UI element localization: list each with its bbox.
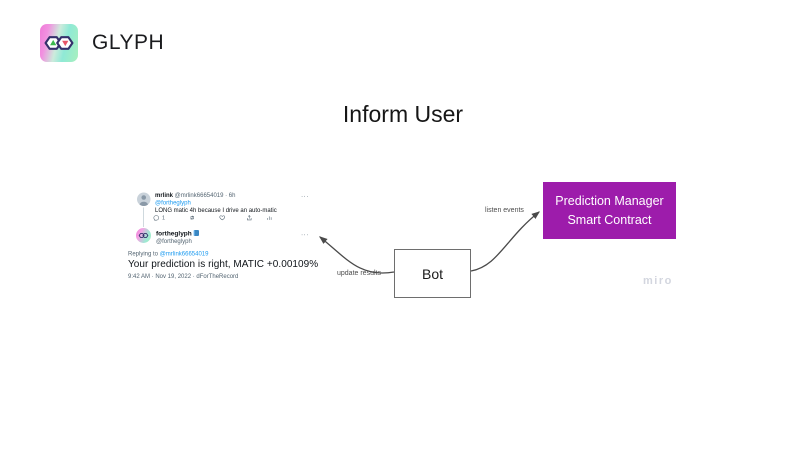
tweet2-display-name: fortheglyph — [156, 229, 192, 238]
share-button[interactable] — [246, 215, 253, 222]
brand-name: GLYPH — [92, 31, 165, 54]
prediction-manager-node[interactable]: Prediction Manager Smart Contract — [543, 182, 676, 239]
retweet-icon — [190, 215, 194, 220]
glyph-logo — [40, 24, 78, 62]
like-icon — [219, 215, 226, 221]
reply-icon — [153, 215, 159, 221]
tweet1-display-name: mrlink — [155, 191, 174, 199]
retweet-button[interactable] — [189, 215, 196, 222]
glyph-avatar-icon — [136, 228, 151, 243]
edge-update-results — [318, 236, 395, 274]
glyph-glasses-icon — [44, 36, 74, 50]
like-button[interactable] — [219, 215, 226, 222]
miro-watermark: miro — [643, 275, 673, 287]
share-icon — [247, 215, 252, 221]
edge-label-update-results: update results — [337, 270, 381, 277]
tweet1-header: mrlink @mrlink66654019 · 6h — [155, 192, 235, 199]
replying-to-handle[interactable]: @mrlink66654019 — [159, 250, 209, 257]
reply-button[interactable]: 1 — [153, 215, 165, 222]
replying-to-line: Replying to @mrlink66654019 — [128, 250, 208, 257]
tweet2-handle: @fortheglyph — [156, 237, 192, 245]
ellipsis-icon[interactable]: ··· — [301, 230, 309, 238]
thread-connector — [143, 207, 144, 227]
default-avatar-icon — [137, 192, 151, 206]
tweet2-timestamp: 9:42 AM · Nov 19, 2022 · dForTheRecord — [128, 272, 239, 280]
glyph-glasses-icon — [138, 233, 149, 238]
edge-listen-events — [470, 211, 541, 272]
reply-count: 1 — [162, 214, 166, 221]
bot-node[interactable]: Bot — [394, 249, 471, 298]
replying-to-label: Replying to — [128, 250, 159, 257]
blue-book-emoji — [193, 230, 199, 236]
tweet1-mention[interactable]: @fortheglyph — [155, 199, 191, 206]
tweet2-text: Your prediction is right, MATIC +0.00109… — [128, 258, 319, 270]
person-silhouette-icon — [139, 195, 149, 206]
tweet1-meta: @mrlink66654019 · 6h — [174, 191, 236, 199]
tweet-thread: mrlink @mrlink66654019 · 6h ··· @fortheg… — [126, 186, 322, 289]
ellipsis-icon[interactable]: ··· — [301, 192, 309, 200]
analytics-button[interactable] — [266, 215, 273, 222]
brand-header: GLYPH — [40, 24, 164, 62]
analytics-icon — [267, 216, 272, 220]
tweet1-text: LONG matic 4h because I drive an auto-ma… — [155, 206, 277, 214]
edge-label-listen-events: listen events — [485, 207, 524, 214]
tweet2-header: fortheglyph — [156, 229, 199, 238]
page-title: Inform User — [342, 101, 464, 127]
